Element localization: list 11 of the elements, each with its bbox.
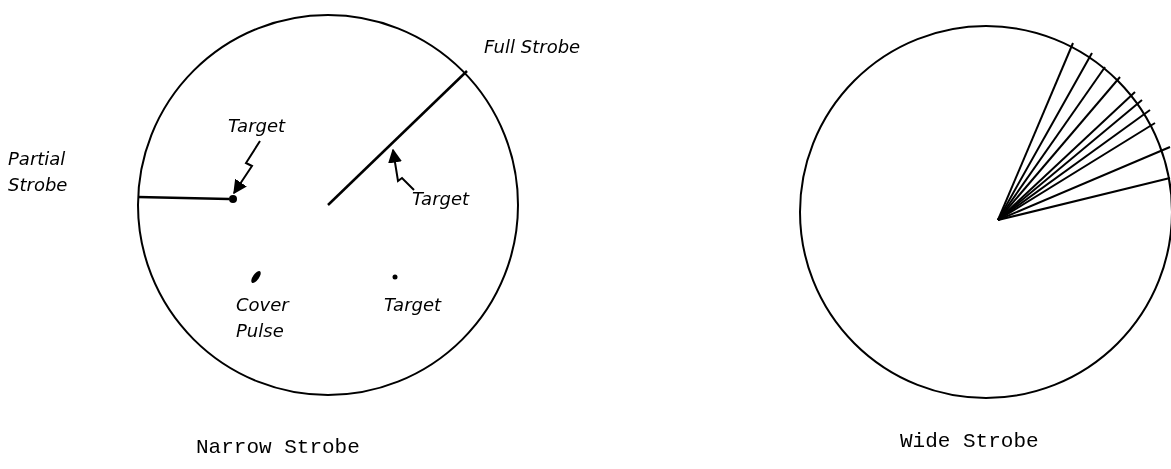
part-label: Cover Pulse (236, 293, 291, 343)
callout-text: Target (412, 186, 470, 212)
leader-line (388, 148, 415, 191)
part-label: Full Strobe (484, 35, 582, 59)
part-label: Partial Strobe (8, 147, 69, 197)
callout-text: Target (228, 113, 286, 139)
caption: Narrow Strobe (196, 436, 361, 459)
target-blip (229, 195, 237, 203)
leader-line (233, 140, 261, 195)
part-label: Target (384, 293, 443, 317)
caption: Wide Strobe (900, 430, 1040, 453)
